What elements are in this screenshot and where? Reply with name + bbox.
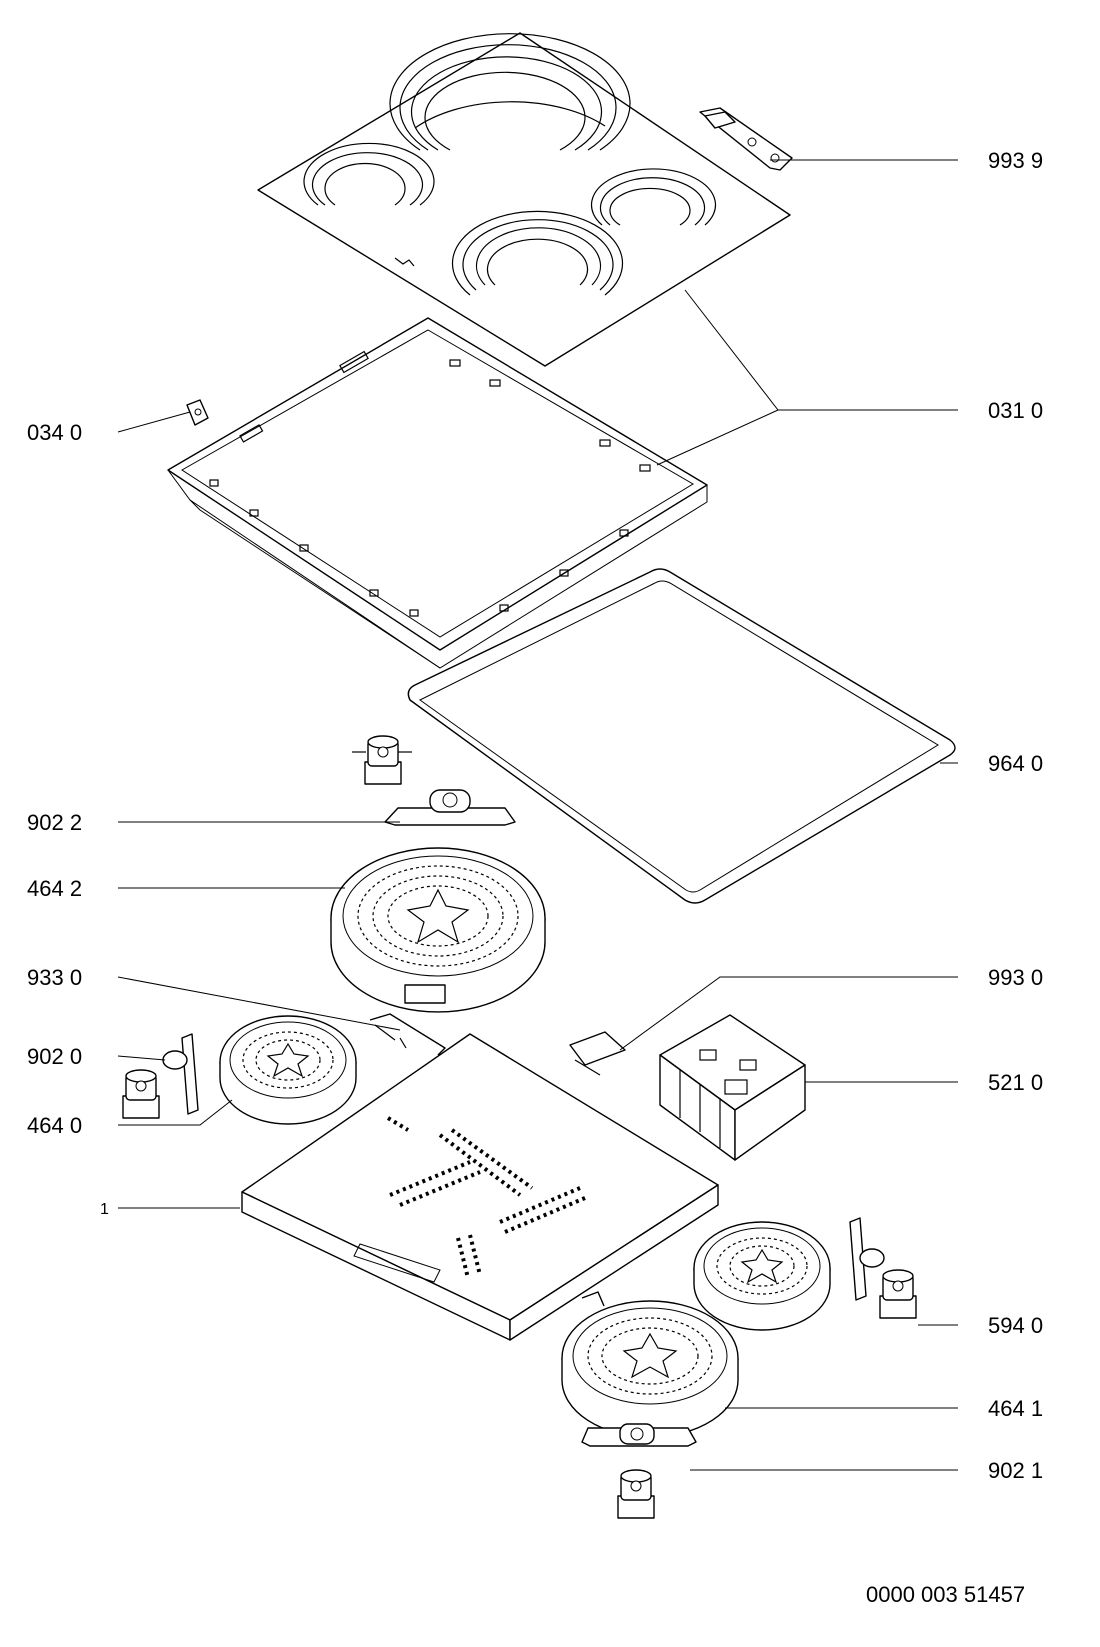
glass-cooktop-plate — [257, 32, 791, 367]
radiant-heater-small-left — [219, 1015, 357, 1125]
callout-labels: 993 9 031 0 034 0 964 0 902 2 464 2 933 … — [27, 148, 1043, 1483]
control-module-521-0 — [659, 1014, 806, 1161]
label-993-9: 993 9 — [988, 148, 1043, 173]
label-933-0: 933 0 — [27, 965, 82, 990]
leader-902-0 — [117, 1055, 166, 1061]
label-034-0: 034 0 — [27, 420, 82, 445]
label-594-0: 594 0 — [988, 1313, 1043, 1338]
label-902-0: 902 0 — [27, 1044, 82, 1069]
gasket-seal — [407, 568, 956, 904]
label-902-1: 902 1 — [988, 1458, 1043, 1483]
label-993-0: 993 0 — [988, 965, 1043, 990]
label-1: 1 — [100, 1201, 109, 1218]
label-902-2: 902 2 — [27, 810, 82, 835]
leader-933-0 — [117, 976, 401, 1031]
radiant-heater-medium — [561, 1291, 739, 1438]
leader-034-0 — [117, 411, 191, 433]
cooktop-frame — [167, 317, 708, 669]
base-tray — [241, 1033, 719, 1341]
radiant-heater-small-right — [693, 1217, 885, 1331]
leader-lines — [117, 159, 958, 1471]
label-464-1: 464 1 — [988, 1396, 1043, 1421]
glass-clip-part — [699, 107, 793, 171]
radiant-heater-large — [330, 847, 546, 1013]
label-964-0: 964 0 — [988, 751, 1043, 776]
label-521-0: 521 0 — [988, 1070, 1043, 1095]
cooking-zone-rings — [303, 33, 717, 296]
leader-031-0-b — [656, 409, 779, 466]
brand-mark-icon — [394, 257, 415, 267]
limiter-902-1 — [581, 1423, 697, 1519]
limiter-902-2 — [352, 735, 516, 826]
limiter-594-0 — [879, 1269, 917, 1319]
frame-clip-part — [186, 399, 209, 426]
label-031-0: 031 0 — [988, 398, 1043, 423]
temp-sensor-933-0 — [369, 1013, 446, 1056]
label-464-2: 464 2 — [27, 876, 82, 901]
drawing-code: 0000 003 51457 — [866, 1582, 1025, 1607]
bracket-993-0 — [569, 1031, 626, 1076]
leader-464-0 — [118, 1099, 233, 1126]
leader-993-0 — [619, 976, 958, 1051]
label-464-0: 464 0 — [27, 1113, 82, 1138]
leader-031-0-a — [684, 289, 958, 411]
vent-hole-pattern — [386, 1116, 586, 1279]
frame-slots — [209, 350, 651, 617]
limiter-902-0 — [122, 1033, 199, 1119]
